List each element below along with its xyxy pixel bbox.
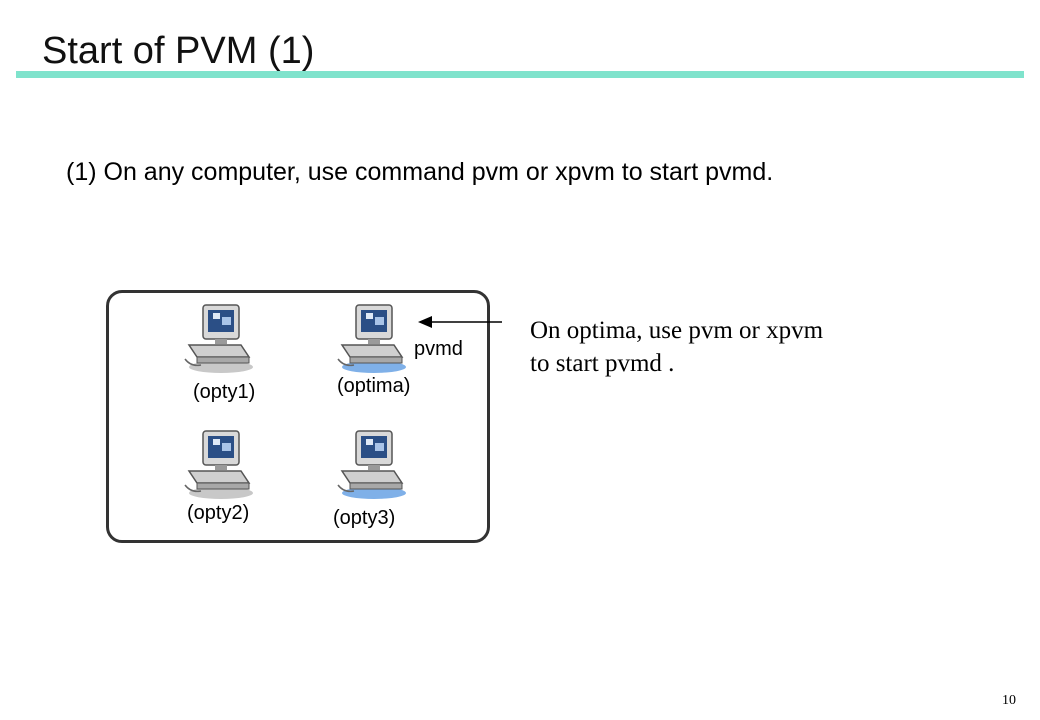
- slide-subtitle: (1) On any computer, use command pvm or …: [66, 158, 774, 186]
- computer-icon: [337, 304, 406, 373]
- page-number: 10: [1002, 693, 1016, 708]
- host-label-opty1: (opty1): [193, 381, 256, 403]
- note-line-2: to start pvmd .: [530, 350, 675, 377]
- slide-title: Start of PVM (1): [42, 30, 315, 72]
- computer-icon: [184, 304, 253, 373]
- computer-icon: [184, 430, 253, 499]
- title-underline: [16, 71, 1024, 78]
- pvmd-label: pvmd: [414, 338, 463, 360]
- note-line-1: On optima, use pvm or xpvm: [530, 317, 824, 344]
- annotation-note: On optima, use pvm or xpvm to start pvmd…: [530, 314, 823, 380]
- computer-icon: [337, 430, 406, 499]
- host-label-opty2: (opty2): [187, 502, 250, 524]
- arrow-icon: [418, 316, 502, 328]
- host-label-optima: (optima): [337, 375, 411, 397]
- cluster-diagram: (opty1) (optima) pvmd (opty2): [106, 290, 490, 543]
- host-label-opty3: (opty3): [333, 507, 396, 529]
